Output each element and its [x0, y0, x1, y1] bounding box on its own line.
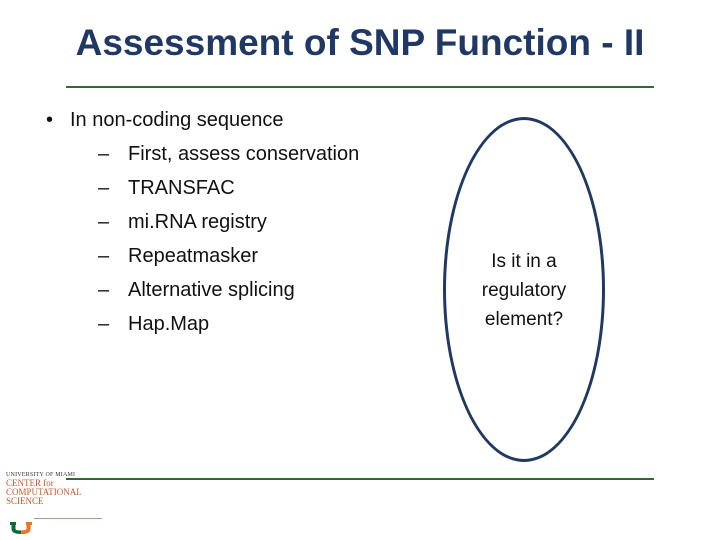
dash-marker: –: [98, 313, 110, 335]
sub-bullet-item: – mi.RNA registry: [98, 205, 426, 239]
sub-bullet-text: First, assess conservation: [128, 143, 360, 165]
sub-bullet-text: TRANSFAC: [128, 177, 235, 199]
logo-center-line: COMPUTATIONAL: [6, 487, 82, 497]
u-logo-icon: [10, 522, 32, 534]
dash-marker: –: [98, 279, 110, 301]
callout-line: element?: [484, 309, 564, 330]
callout-line: Is it in a: [491, 251, 557, 272]
bullet-text: In non-coding sequence: [70, 109, 284, 131]
slide-title: Assessment of SNP Function - II: [75, 22, 645, 63]
callout-ellipse: [443, 117, 605, 462]
dash-marker: –: [98, 143, 110, 165]
dash-marker: –: [98, 245, 110, 267]
sub-bullet-item: – First, assess conservation: [98, 137, 426, 171]
logo-divider: [34, 518, 102, 519]
sub-bullet-text: Alternative splicing: [128, 279, 295, 301]
top-divider: [66, 86, 654, 88]
bullet-marker: •: [46, 109, 54, 131]
callout-line: regulatory: [481, 280, 567, 301]
sub-bullet-item: – Repeatmasker: [98, 239, 426, 273]
dash-marker: –: [98, 211, 110, 233]
sub-bullet-item: – TRANSFAC: [98, 171, 426, 205]
logo-center-line: SCIENCE: [6, 496, 44, 506]
bullet-list: • In non-coding sequence – First, assess…: [46, 103, 426, 341]
sub-bullet-item: – Hap.Map: [98, 307, 426, 341]
sub-bullet-list: – First, assess conservation – TRANSFAC …: [98, 137, 426, 341]
logo-center-line: CENTER for: [6, 478, 54, 488]
callout-text: Is it in a regulatory element?: [443, 247, 605, 334]
university-logo: UNIVERSITY OF MIAMI CENTER for COMPUTATI…: [6, 471, 102, 536]
logo-university-text: UNIVERSITY OF MIAMI: [6, 472, 76, 478]
bottom-divider: [66, 478, 654, 480]
dash-marker: –: [98, 177, 110, 199]
sub-bullet-text: Repeatmasker: [128, 245, 259, 267]
sub-bullet-text: mi.RNA registry: [128, 211, 267, 233]
bullet-item: • In non-coding sequence: [46, 103, 426, 137]
sub-bullet-item: – Alternative splicing: [98, 273, 426, 307]
sub-bullet-text: Hap.Map: [128, 313, 210, 335]
